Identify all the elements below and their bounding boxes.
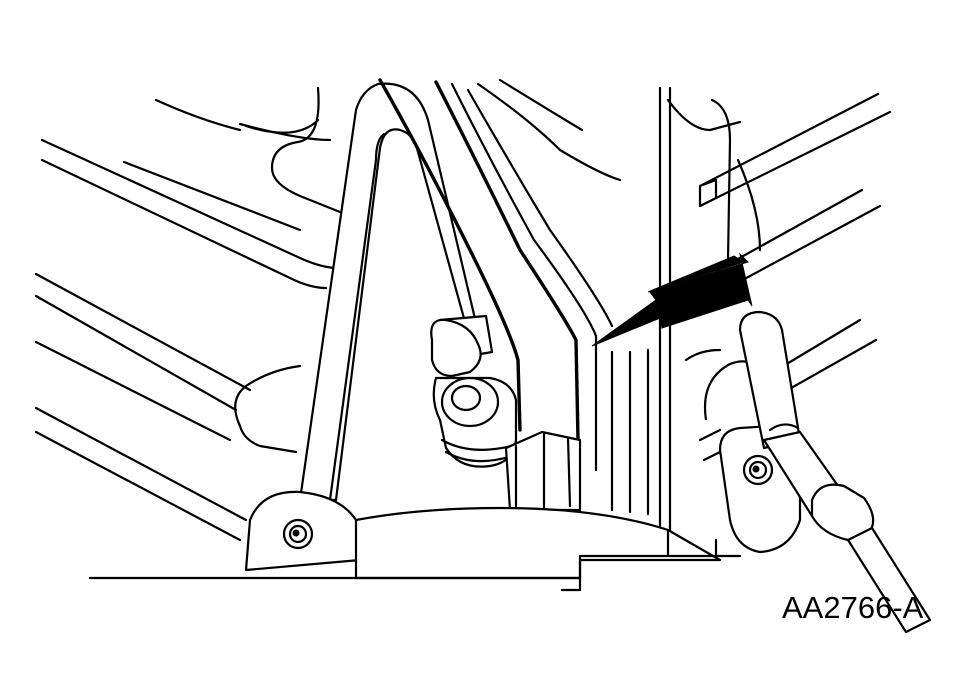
right-background-ribs xyxy=(666,92,892,462)
sensor-connector xyxy=(430,314,518,468)
location-arrow xyxy=(591,252,753,347)
left-background-ribs xyxy=(34,98,340,542)
triangular-casting-web xyxy=(234,82,482,502)
base-flange xyxy=(88,506,742,592)
wiring-harness-straps xyxy=(378,78,614,472)
upper-left-bracket xyxy=(244,86,362,222)
hose-assembly xyxy=(738,310,932,634)
figure-code-label: AA2766-A xyxy=(782,590,924,625)
hex-sensor-bolt xyxy=(504,430,582,512)
left-mounting-boss xyxy=(244,490,362,572)
